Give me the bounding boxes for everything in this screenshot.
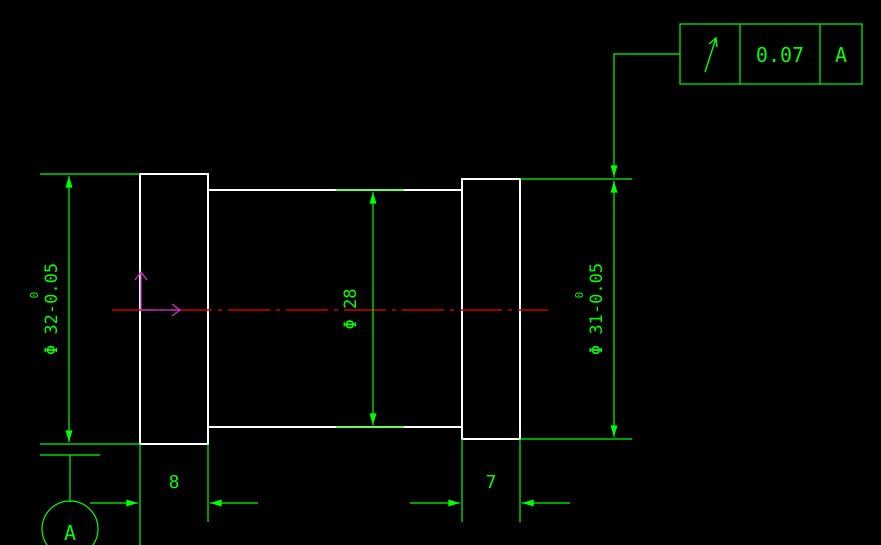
fcf-datum: A xyxy=(835,43,847,67)
fcf-tolerance: 0.07 xyxy=(756,43,804,67)
right-width-dimension[interactable] xyxy=(410,439,570,522)
right-collar xyxy=(461,178,521,440)
svg-text:0: 0 xyxy=(28,292,41,299)
center-diameter-label: Φ 28 xyxy=(341,289,361,330)
svg-text:Φ 32-0.05: Φ 32-0.05 xyxy=(42,263,62,355)
feature-control-frame[interactable]: 0.07 A xyxy=(679,23,863,85)
right-width-label: 7 xyxy=(486,472,497,493)
right-diameter-dimension[interactable] xyxy=(520,178,632,440)
part-outline xyxy=(139,173,521,445)
center-diameter-dimension[interactable] xyxy=(336,189,404,428)
left-collar xyxy=(139,173,209,445)
fcf-leader xyxy=(610,53,680,177)
ucs-axis-icon xyxy=(134,271,181,317)
svg-text:0: 0 xyxy=(573,292,586,299)
left-width-label: 8 xyxy=(169,472,180,493)
left-width-dimension[interactable] xyxy=(90,444,258,545)
svg-text:Φ 31-0.05: Φ 31-0.05 xyxy=(587,263,607,355)
left-diameter-label: Φ 32-0.05 0 xyxy=(28,263,62,355)
datum-a-label: A xyxy=(64,521,76,545)
left-diameter-dimension[interactable] xyxy=(40,173,140,445)
runout-arrow-icon xyxy=(704,36,718,73)
right-diameter-label: Φ 31-0.05 0 xyxy=(573,263,607,355)
datum-a-symbol[interactable] xyxy=(40,454,100,545)
svg-text:Φ 28: Φ 28 xyxy=(341,289,361,330)
